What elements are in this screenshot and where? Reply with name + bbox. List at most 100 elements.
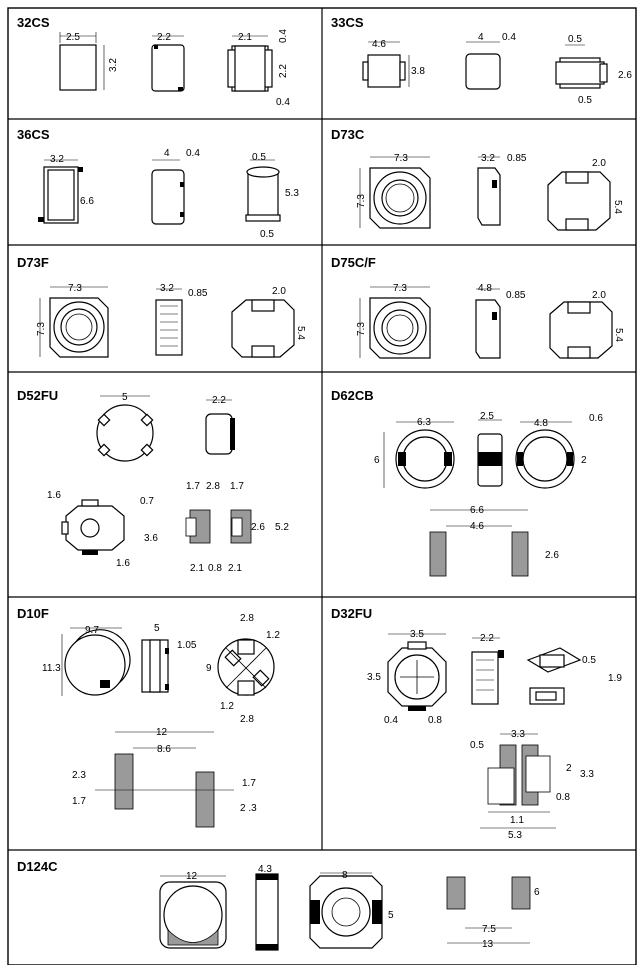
panel-d10f: D10F 9.7 11.3 5 1.05 2.8 1.2 9 1.2 2.8 1… [17,606,280,828]
panel-32cs: 32CS 2.5 3.2 2.2 2.1 0.4 2.2 0.4 [17,15,290,108]
dim-label: 1.1 [510,815,524,826]
panel-d73f: D73F 7.3 7.3 3.2 0.85 2.0 5.4 [17,255,306,358]
dim-label: 0.8 [208,563,222,574]
dim-label: 3.2 [481,153,495,164]
panel-title: 33CS [331,15,364,30]
dim-label: 5.4 [613,328,624,342]
dim-label: 1.7 [230,481,244,492]
dim-label: 2.1 [228,563,242,574]
panel-36cs: 36CS 3.2 6.6 4 0.4 0.5 5.3 0.5 [17,127,299,240]
dim-label: 0.5 [252,152,266,163]
dim-label: 2.5 [480,411,494,422]
dim-label: 0.85 [188,288,208,299]
dim-label: 0.4 [186,148,200,159]
dim-label: 2.5 [66,32,80,43]
dim-label: 6 [374,455,380,466]
dim-label: 5.4 [612,200,623,214]
dim-label: 2.6 [251,522,265,533]
dim-label: 1.2 [266,630,280,641]
dim-label: 2.6 [618,70,632,81]
dim-label: 2 [566,763,572,774]
dim-label: 0.6 [589,413,603,424]
dim-label: 1.2 [220,701,234,712]
dim-label: 1.9 [608,673,622,684]
dim-label: 7.5 [482,924,496,935]
dim-label: 2.1 [190,563,204,574]
dim-label: 0.5 [568,34,582,45]
panel-title: D10F [17,606,49,621]
panel-d52fu: D52FU 5 2.2 1.6 0.7 3.6 1.6 1.7 2.8 1.7 … [17,388,289,574]
dim-label: 2.6 [545,550,559,561]
dim-label: 5.3 [508,830,522,841]
dim-label: 3.2 [160,283,174,294]
panel-title: D62CB [331,388,374,403]
dim-label: 5 [122,392,128,403]
dim-label: 3.2 [50,154,64,165]
dim-label: 12 [156,727,168,738]
panel-title: 36CS [17,127,50,142]
dim-label: 1.6 [116,558,130,569]
dim-label: 5.4 [295,326,306,340]
panel-grid [7,7,637,965]
dim-label: 5.3 [285,188,299,199]
dim-label: 4 [164,148,170,159]
dim-label: 3.3 [580,769,594,780]
dim-label: 0.4 [276,97,290,108]
dim-label: 4.3 [258,864,272,875]
dim-label: 2 .3 [240,803,257,814]
dim-label: 1.7 [72,796,86,807]
dim-label: 6.6 [80,196,94,207]
dim-label: 4 [478,32,484,43]
dim-label: 1.7 [242,778,256,789]
dim-label: 2.8 [240,613,254,624]
dim-label: 0.4 [384,715,398,726]
dim-label: 2.8 [240,714,254,725]
dim-label: 5.2 [275,522,289,533]
dim-label: 5 [154,623,160,634]
panel-d75cf: D75C/F 7.3 7.3 4.8 0.85 2.0 5.4 [331,255,624,359]
dim-label: 8 [342,870,348,881]
dim-label: 3.8 [411,66,425,77]
dim-label: 7.3 [393,283,407,294]
dim-label: 2 [581,455,587,466]
dim-label: 1.05 [177,640,197,651]
dim-label: 9 [206,663,212,674]
dim-label: 2.0 [592,158,606,169]
dim-label: 3.3 [511,729,525,740]
dim-label: 0.4 [502,32,516,43]
panel-d62cb: D62CB 6.3 6 2.5 4.8 0.6 2 6.6 4.6 2.6 [331,388,603,577]
dim-label: 2.0 [592,290,606,301]
dim-label: 0.7 [140,496,154,507]
panel-33cs: 33CS 4.6 3.8 4 0.4 0.5 2.6 0.5 [331,15,632,106]
dim-label: 2.2 [278,64,289,78]
dim-label: 6 [534,887,540,898]
dim-label: 0.5 [470,740,484,751]
panel-d73c: D73C 7.3 7.3 3.2 0.85 2.0 5.4 [331,127,623,231]
dim-label: 6.6 [470,505,484,516]
dim-label: 4.6 [372,39,386,50]
panel-d124c: D124C 12 4.3 8 5 6 7.5 13 [17,859,540,951]
dim-label: 0.8 [428,715,442,726]
dim-label: 7.3 [394,153,408,164]
dim-label: 9.7 [85,625,99,636]
dim-label: 2.1 [238,32,252,43]
dim-label: 11.3 [42,663,61,674]
panel-title: D73F [17,255,49,270]
dim-label: 8.6 [157,744,171,755]
dim-label: 3.6 [144,533,158,544]
dim-label: 7.3 [68,283,82,294]
panel-title: 32CS [17,15,50,30]
dim-label: 12 [186,871,198,882]
panel-d32fu: D32FU 3.5 3.5 0.4 0.8 2.2 0.5 1.9 3.3 0.… [331,606,622,841]
dim-label: 3.5 [367,672,381,683]
dim-label: 4.6 [470,521,484,532]
dim-label: 3.2 [108,58,119,72]
dim-label: 0.5 [578,95,592,106]
dim-label: 2.8 [206,481,220,492]
dim-label: 3.5 [410,629,424,640]
dim-label: 4.8 [478,283,492,294]
dim-label: 0.4 [278,29,289,43]
dim-label: 7.3 [356,322,367,336]
dim-label: 0.85 [507,153,527,164]
